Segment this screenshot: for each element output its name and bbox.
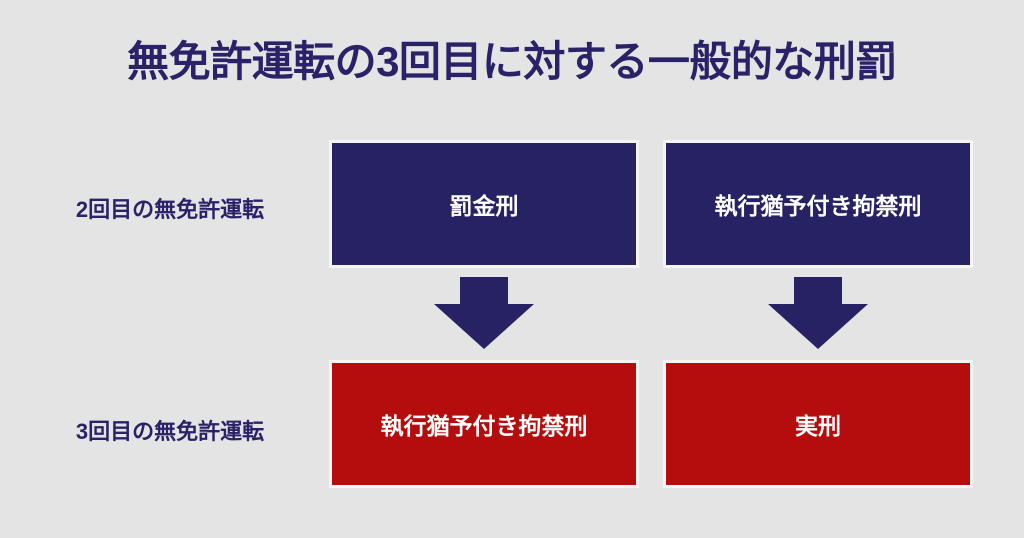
box-second-offense-fine: 罰金刑 bbox=[332, 143, 636, 265]
box-third-offense-imprisonment: 実刑 bbox=[666, 363, 970, 485]
box-second-offense-suspended-sentence: 執行猶予付き拘禁刑 bbox=[666, 143, 970, 265]
page-title: 無免許運転の3回目に対する一般的な刑罰 bbox=[127, 38, 897, 85]
box-third-offense-suspended-sentence: 執行猶予付き拘禁刑 bbox=[332, 363, 636, 485]
down-arrow-right-icon bbox=[768, 277, 868, 349]
row-label-second-offense: 2回目の無免許運転 bbox=[75, 197, 265, 222]
row-label-third-offense: 3回目の無免許運転 bbox=[75, 419, 265, 444]
down-arrow-left-icon bbox=[434, 277, 534, 349]
